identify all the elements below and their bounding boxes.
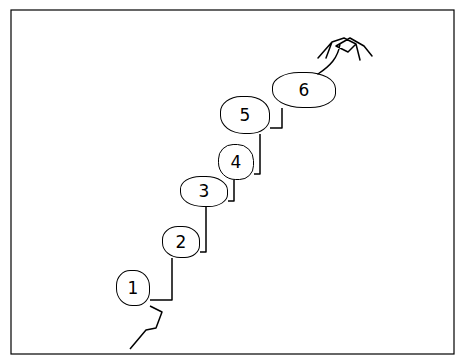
connector-line bbox=[254, 134, 260, 174]
step-number: 4 bbox=[231, 154, 242, 171]
connector-line bbox=[150, 258, 172, 300]
step-number: 5 bbox=[240, 107, 251, 124]
numbered-blob: 3 bbox=[180, 176, 228, 207]
frame-border bbox=[11, 10, 454, 354]
connector-line bbox=[200, 207, 206, 252]
numbered-blob: 6 bbox=[272, 72, 336, 108]
connector-line bbox=[270, 108, 282, 128]
numbered-blob: 1 bbox=[116, 270, 150, 306]
start-tail bbox=[130, 306, 162, 349]
numbered-blob: 5 bbox=[220, 96, 270, 134]
step-number: 3 bbox=[199, 183, 210, 200]
end-scribble bbox=[318, 38, 372, 74]
step-number: 2 bbox=[176, 234, 187, 251]
numbered-blob: 4 bbox=[218, 144, 254, 180]
connector-line bbox=[228, 180, 234, 201]
step-number: 6 bbox=[299, 82, 310, 99]
step-number: 1 bbox=[128, 280, 139, 297]
numbered-blob: 2 bbox=[162, 226, 200, 258]
